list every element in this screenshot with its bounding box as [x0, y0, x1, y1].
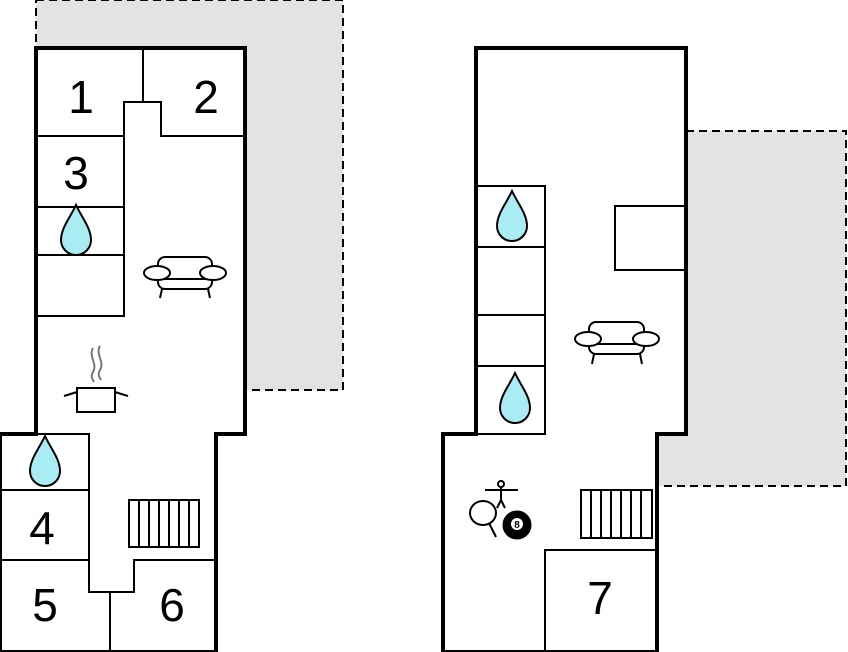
- stairs-icon: [580, 489, 653, 539]
- table-football-icon: [485, 480, 518, 509]
- water-drop-icon: [498, 370, 532, 424]
- room-number-6: 6: [159, 579, 185, 631]
- sofa-icon: [143, 256, 227, 299]
- billiard-ball-label: 8: [514, 520, 520, 531]
- water-drop-icon: [495, 188, 529, 242]
- room-number-3: 3: [63, 147, 89, 199]
- water-drop-icon: [59, 202, 93, 256]
- sofa-icon: [574, 321, 660, 365]
- water-drop-icon: [28, 433, 62, 487]
- room-number-7: 7: [587, 572, 613, 624]
- room-number-4: 4: [29, 502, 55, 554]
- right-floor: 7 8: [441, 46, 847, 652]
- billiard-8-ball-icon: 8: [502, 510, 532, 540]
- right-inner-walls: [475, 185, 687, 652]
- room-number-5: 5: [32, 579, 58, 631]
- left-outer-wall: [0, 46, 247, 652]
- left-floor: 1 2 3 4 5 6: [0, 0, 344, 652]
- stairs-icon: [128, 499, 200, 548]
- table-tennis-icon: [469, 500, 497, 538]
- room-number-2: 2: [193, 71, 219, 123]
- left-inner-walls: [0, 47, 246, 652]
- cooking-pot-icon: [63, 345, 129, 413]
- right-outer-wall: [441, 46, 688, 652]
- room-number-1: 1: [68, 71, 94, 123]
